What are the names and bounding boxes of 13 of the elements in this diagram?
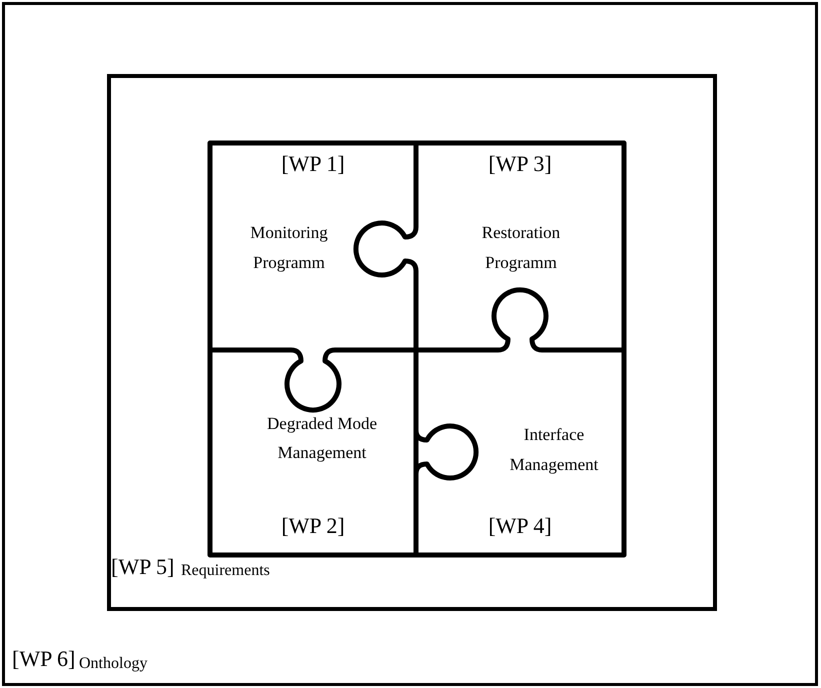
work-package-label: [WP 6] bbox=[12, 646, 76, 672]
piece-title: Restoration Programm bbox=[480, 222, 562, 274]
frame-title: Requirements bbox=[181, 561, 271, 580]
work-package-label: [WP 2] bbox=[280, 513, 346, 540]
work-package-label: [WP 5] bbox=[111, 554, 176, 580]
piece-title: Interface Management bbox=[508, 424, 600, 476]
inner-frame bbox=[107, 74, 717, 611]
work-package-label: [WP 4] bbox=[487, 513, 553, 540]
work-package-label: [WP 3] bbox=[487, 151, 553, 178]
frame-title: Onthology bbox=[79, 654, 148, 674]
work-package-label: [WP 1] bbox=[280, 151, 346, 178]
piece-title: Degraded Mode Management bbox=[266, 413, 378, 464]
piece-title: Monitoring Programm bbox=[249, 222, 329, 274]
